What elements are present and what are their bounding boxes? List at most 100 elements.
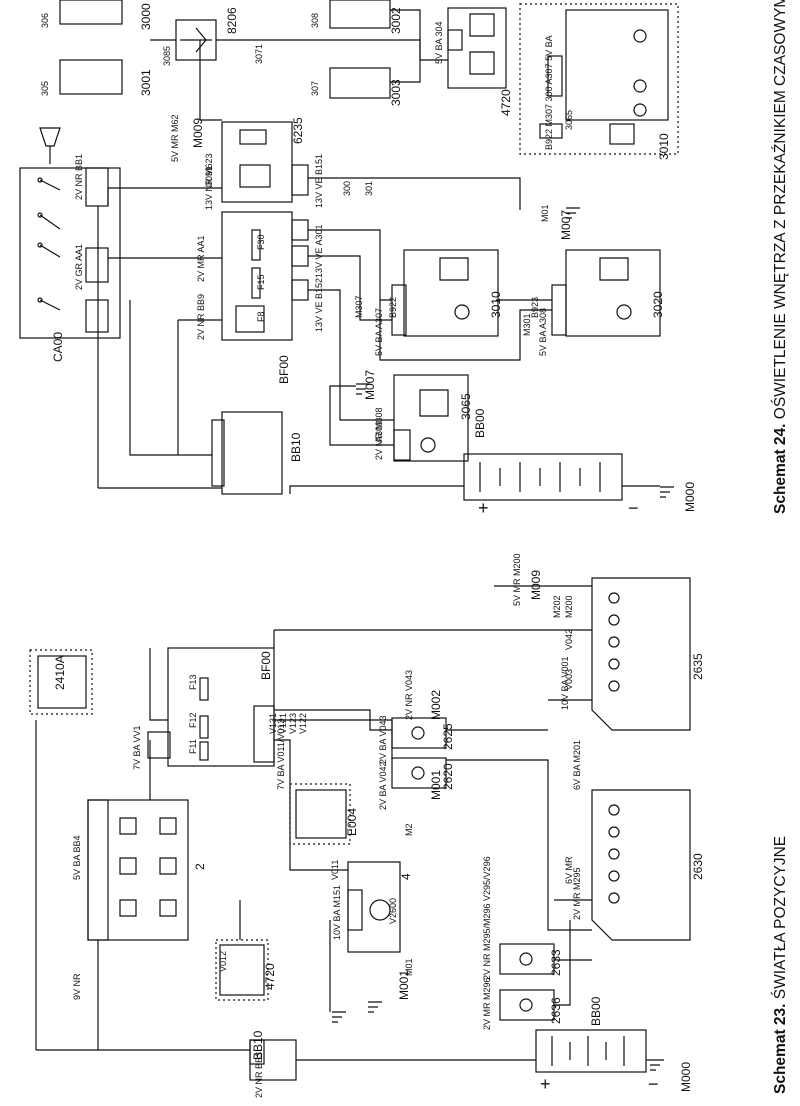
battery-plus-24: + (478, 498, 489, 518)
wire-b922: B922 (388, 297, 398, 318)
label-c4: 4 (399, 873, 413, 880)
wire-m01: M01 (540, 204, 550, 222)
c3020-box (565, 249, 661, 337)
wire-b923: B923 (530, 297, 540, 318)
wire-2vgr-aa1: 2V GR AA1 (74, 244, 84, 290)
wire-6vba-m201: 6V BA M201 (572, 740, 582, 790)
battery-plus-23: + (540, 1074, 551, 1094)
wire-v131: V131 (268, 713, 278, 734)
c3010-lower-box (403, 249, 499, 337)
label-m009: M009 (191, 118, 205, 148)
wire-306: 306 (40, 13, 50, 28)
label-m002: M002 (429, 690, 443, 720)
label-bf00-23: BF00 (259, 651, 273, 680)
wire-308: 308 (310, 13, 320, 28)
wire-5vmr-m200: 5V MR M200 (512, 553, 522, 606)
wire-13vve-b151: 13V VE B151 (314, 154, 324, 208)
wire-300: 300 (342, 181, 352, 196)
label-bb10-23: BB10 (251, 1030, 265, 1060)
wire-2vnr-bb3: 2V NR BB3 (254, 1052, 264, 1098)
wire-m301: M301 (522, 313, 532, 336)
wire-3091: 3091 (204, 166, 214, 186)
wire-v042: V042 (564, 629, 574, 650)
label-2410a: 2410A (53, 655, 67, 690)
wire-305: 305 (40, 81, 50, 96)
wire-3071: 3071 (254, 44, 264, 64)
label-4720: 4720 (499, 89, 513, 116)
caption-24-label: Schemat 24. (772, 423, 789, 514)
label-8206: 8206 (225, 7, 239, 34)
key-icon (39, 127, 61, 147)
wire-v012: V012 (218, 951, 228, 972)
wire-v123: V123 (288, 713, 298, 734)
wire-v2600: V2600 (388, 898, 398, 924)
wire-a309: A309 (374, 421, 384, 442)
label-bb00-23: BB00 (589, 996, 603, 1026)
wire-10vba-v001: 10V BA V001 (560, 656, 570, 710)
label-2630: 2630 (691, 853, 705, 880)
wire-v295-v296: 2V NR M295/M296 V295/V296 (482, 856, 492, 980)
c2630-lamp-cluster (591, 789, 691, 941)
label-3003: 3003 (389, 79, 403, 106)
wire-m200: M200 (564, 595, 574, 618)
label-3000: 3000 (139, 3, 153, 30)
label-m001-b: M001 (429, 770, 443, 800)
wire-7vba-v012: 7V BA V011/V012 (276, 719, 286, 790)
c4720-box (447, 7, 507, 89)
bb10-box (221, 411, 283, 495)
label-3065: 3065 (459, 393, 473, 420)
fuse-f11: F11 (188, 739, 198, 754)
wire-13vve-a301: 13V VE A301 (314, 224, 324, 278)
caption-schemat-24: Schemat 24. OŚWIETLENIE WNĘTRZA Z PRZEKA… (772, 0, 790, 514)
label-bb00: BB00 (473, 408, 487, 438)
wire-2vnr-bb9: 2V NR BB9 (196, 294, 206, 340)
c3010-upper-frame (519, 3, 679, 155)
wire-5vmr-m62: 5V MR M62 (170, 114, 180, 162)
label-m000-23: M000 (679, 1062, 693, 1092)
label-2636: 2636 (549, 997, 563, 1024)
label-2635: 2635 (691, 653, 705, 680)
wire-v003: V003 (564, 669, 574, 690)
label-3001: 3001 (139, 69, 153, 96)
label-3065-small: 3065 (564, 110, 574, 130)
wire-3010-upper: B922 M307 300 A307 5V BA (544, 35, 554, 150)
wire-7vba-vv1: 7V BA VV1 (132, 725, 142, 770)
label-3010-lower: 3010 (489, 291, 503, 318)
wire-10vba-m151: 10V BA M151 (332, 885, 342, 940)
label-2633: 2633 (549, 949, 563, 976)
wire-2vmr-m308: 2V MR M308 (374, 407, 384, 460)
fuse-f15: F15 (256, 274, 266, 290)
caption-schemat-23: Schemat 23. ŚWIATŁA POZYCYJNE (772, 836, 790, 1094)
ca00-switch-box (19, 167, 121, 339)
c6235-timer-box (221, 121, 293, 203)
c2635-lamp-cluster (591, 577, 691, 731)
fuse-f13: F13 (188, 674, 198, 690)
wire-9vnr: 9V NR (72, 973, 82, 1000)
bf00-fuse-box (221, 211, 293, 341)
wire-m295: 2V MR M295 (572, 867, 582, 920)
label-2625: 2625 (441, 723, 455, 750)
caption-23-title: ŚWIATŁA POZYCYJNE (772, 835, 789, 1004)
wire-2vnr-v043: 2V NR V043 (404, 670, 414, 720)
label-3020: 3020 (651, 291, 665, 318)
wire-v122: V122 (298, 713, 308, 734)
wire-v011: V011 (330, 860, 340, 880)
wire-2vba-v043: 2V BA V043 (378, 715, 388, 764)
wire-5vba-a307: 5V BA A307 (374, 308, 384, 356)
label-m001-a: M001 (397, 970, 411, 1000)
bb00-battery (463, 453, 623, 501)
wire-m307: M307 (354, 295, 364, 318)
c3065-box (393, 374, 469, 462)
wire-5vba-304: 5V BA 304 (434, 21, 444, 64)
wire-6vmr: 6V MR (564, 856, 574, 884)
c2-switch-box (87, 799, 189, 941)
wire-m01-23: M01 (404, 958, 414, 976)
wire-m296: 2V MR M296 (482, 977, 492, 1030)
wire-301: 301 (364, 181, 374, 196)
wire-3085: 3085 (162, 46, 172, 66)
wire-m2: M2 (404, 823, 414, 836)
label-c2: 2 (193, 863, 207, 870)
label-m000: M000 (683, 482, 697, 512)
label-3010-upper: 3010 (657, 133, 671, 160)
